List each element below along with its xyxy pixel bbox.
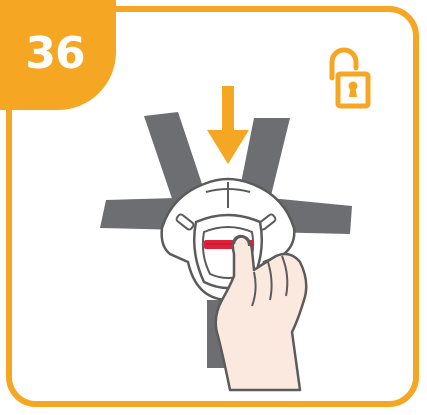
down-arrow-icon	[207, 86, 249, 164]
